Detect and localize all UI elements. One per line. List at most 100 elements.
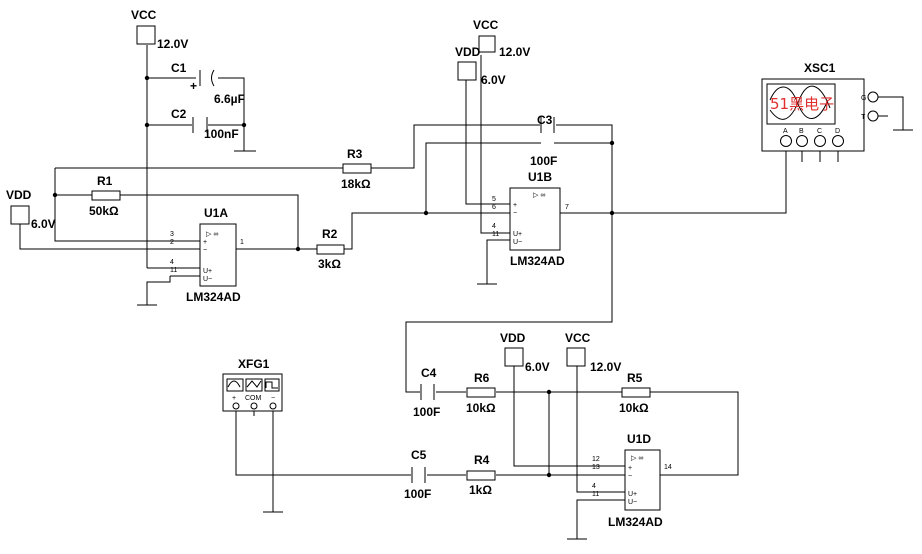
vcc-bottom-supply[interactable]: VCC 12.0V [565, 331, 621, 374]
vdd-mid-supply[interactable]: VDD 6.0V [455, 45, 506, 87]
watermark-text: 51黑电子 [770, 95, 834, 113]
svg-text:C5: C5 [411, 448, 427, 462]
svg-text:18kΩ: 18kΩ [341, 177, 371, 191]
svg-text:14: 14 [664, 464, 672, 471]
svg-text:10kΩ: 10kΩ [466, 401, 496, 415]
svg-text:VCC: VCC [565, 331, 591, 345]
opamp-u1b[interactable]: ▷ ∞ + − U+ U− 5 6 4 11 7 U1B LM324AD [492, 170, 569, 268]
svg-text:12.0V: 12.0V [499, 45, 530, 59]
vdd-left-supply[interactable]: VDD 6.0V [6, 188, 56, 231]
capacitor-c1[interactable]: + C1 6.6µF [171, 61, 245, 106]
svg-text:100F: 100F [404, 487, 431, 501]
svg-text:VCC: VCC [131, 8, 157, 22]
svg-text:6: 6 [492, 204, 496, 211]
svg-text:11: 11 [170, 267, 177, 274]
svg-text:VCC: VCC [473, 18, 499, 32]
svg-text:VDD: VDD [6, 188, 32, 202]
resistor-r5[interactable]: R5 10kΩ [619, 371, 651, 415]
svg-text:6.0V: 6.0V [525, 360, 550, 374]
wires [19, 45, 913, 540]
vcc-mid-supply[interactable]: VCC 12.0V [473, 18, 530, 59]
svg-text:VDD: VDD [455, 45, 481, 59]
svg-text:LM324AD: LM324AD [608, 515, 663, 529]
svg-text:R6: R6 [474, 371, 490, 385]
resistor-r3[interactable]: R3 18kΩ [341, 147, 372, 191]
svg-text:U+: U+ [513, 231, 522, 238]
svg-text:100nF: 100nF [204, 127, 239, 141]
svg-text:100F: 100F [413, 405, 440, 419]
svg-text:▷ ∞: ▷ ∞ [206, 231, 218, 238]
svg-text:−: − [271, 395, 275, 402]
vcc-top-supply[interactable]: VCC 12.0V [131, 8, 188, 51]
svg-text:12: 12 [592, 456, 600, 463]
resistor-r4[interactable]: R4 1kΩ [466, 453, 496, 497]
svg-text:▷ ∞: ▷ ∞ [631, 455, 643, 462]
svg-text:6.0V: 6.0V [481, 73, 506, 87]
svg-text:COM: COM [245, 395, 262, 402]
vdd-bottom-supply[interactable]: VDD 6.0V [500, 331, 550, 374]
svg-text:6.0V: 6.0V [31, 217, 56, 231]
svg-text:C1: C1 [171, 61, 187, 75]
resistor-r2[interactable]: R2 3kΩ [316, 227, 345, 271]
capacitor-c4[interactable]: C4 100F [413, 366, 440, 419]
resistor-r6[interactable]: R6 10kΩ [466, 371, 496, 415]
junction-dots [52, 75, 615, 478]
svg-text:R3: R3 [347, 147, 363, 161]
svg-text:R2: R2 [322, 227, 338, 241]
svg-text:+: + [232, 395, 236, 402]
svg-text:▷ ∞: ▷ ∞ [533, 192, 545, 199]
svg-text:12.0V: 12.0V [157, 37, 188, 51]
svg-text:+: + [190, 79, 197, 93]
svg-text:11: 11 [492, 231, 499, 238]
svg-text:−: − [628, 473, 632, 480]
function-generator-xfg1[interactable]: + COM − XFG1 [222, 357, 283, 412]
svg-text:4: 4 [492, 223, 496, 230]
svg-text:12.0V: 12.0V [590, 360, 621, 374]
svg-text:R5: R5 [627, 371, 643, 385]
svg-text:+: + [513, 202, 517, 209]
svg-text:A: A [783, 128, 788, 135]
svg-text:U1A: U1A [204, 206, 228, 220]
svg-text:2: 2 [170, 239, 174, 246]
svg-text:4: 4 [170, 259, 174, 266]
resistor-r1[interactable]: R1 50kΩ [89, 174, 121, 218]
svg-text:−: − [513, 210, 517, 217]
svg-text:C4: C4 [421, 366, 437, 380]
svg-text:U−: U− [203, 276, 212, 283]
svg-text:U+: U+ [628, 491, 637, 498]
svg-text:7: 7 [565, 204, 569, 211]
svg-text:D: D [835, 128, 840, 135]
svg-text:U+: U+ [203, 268, 212, 275]
svg-text:+: + [628, 465, 632, 472]
svg-text:+: + [203, 239, 207, 246]
svg-text:50kΩ: 50kΩ [89, 204, 119, 218]
svg-text:4: 4 [592, 483, 596, 490]
svg-text:6.6µF: 6.6µF [214, 92, 245, 106]
svg-text:U−: U− [628, 499, 637, 506]
svg-text:R1: R1 [97, 174, 113, 188]
capacitor-c3[interactable]: C3 100F [530, 113, 557, 168]
svg-text:C2: C2 [171, 107, 187, 121]
svg-text:VDD: VDD [500, 331, 526, 345]
svg-text:T: T [861, 114, 866, 121]
svg-text:U1D: U1D [627, 432, 651, 446]
oscilloscope-xsc1[interactable]: XSC1 51黑电子 G T A B C D [761, 61, 879, 152]
svg-text:1: 1 [240, 239, 244, 246]
svg-text:100F: 100F [530, 154, 557, 168]
svg-text:10kΩ: 10kΩ [619, 401, 649, 415]
opamp-u1d[interactable]: ▷ ∞ + − U+ U− 12 13 4 11 14 U1D LM324AD [592, 432, 672, 529]
svg-text:3kΩ: 3kΩ [318, 257, 341, 271]
svg-text:U−: U− [513, 239, 522, 246]
capacitor-c5[interactable]: C5 100F [404, 448, 431, 501]
svg-text:1kΩ: 1kΩ [469, 483, 492, 497]
svg-text:C3: C3 [537, 113, 553, 127]
opamp-u1a[interactable]: ▷ ∞ + − U+ U− 3 2 4 11 1 U1A LM324AD [170, 206, 244, 304]
svg-text:−: − [203, 247, 207, 254]
svg-text:LM324AD: LM324AD [510, 254, 565, 268]
svg-text:11: 11 [592, 491, 599, 498]
svg-text:U1B: U1B [528, 170, 552, 184]
svg-text:XFG1: XFG1 [238, 357, 270, 371]
svg-text:5: 5 [492, 196, 496, 203]
capacitor-c2[interactable]: C2 100nF [171, 107, 239, 141]
